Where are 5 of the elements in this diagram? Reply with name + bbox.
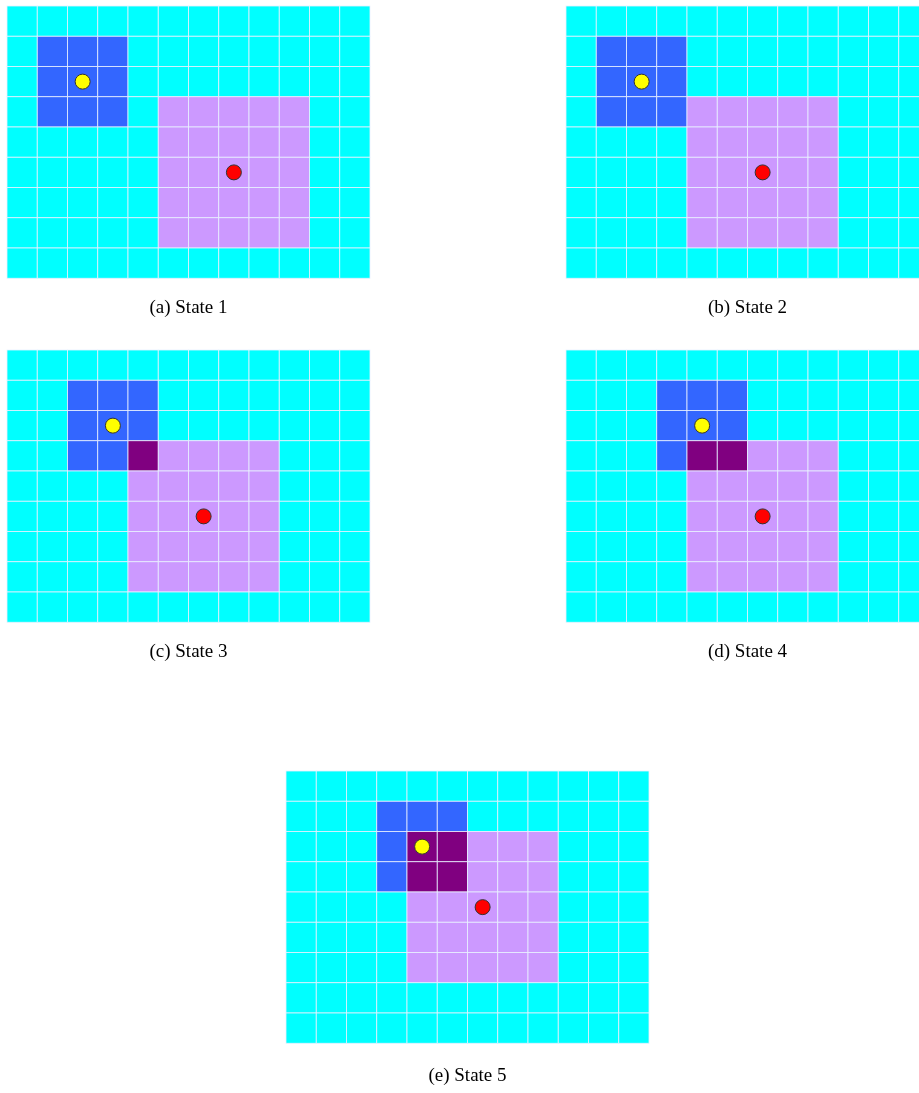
caption: (d) State 4 xyxy=(707,640,788,662)
caption: (a) State 1 xyxy=(149,296,228,318)
caption: (b) State 2 xyxy=(707,296,788,318)
caption: (c) State 3 xyxy=(149,640,228,662)
caption: (e) State 5 xyxy=(428,1064,507,1086)
